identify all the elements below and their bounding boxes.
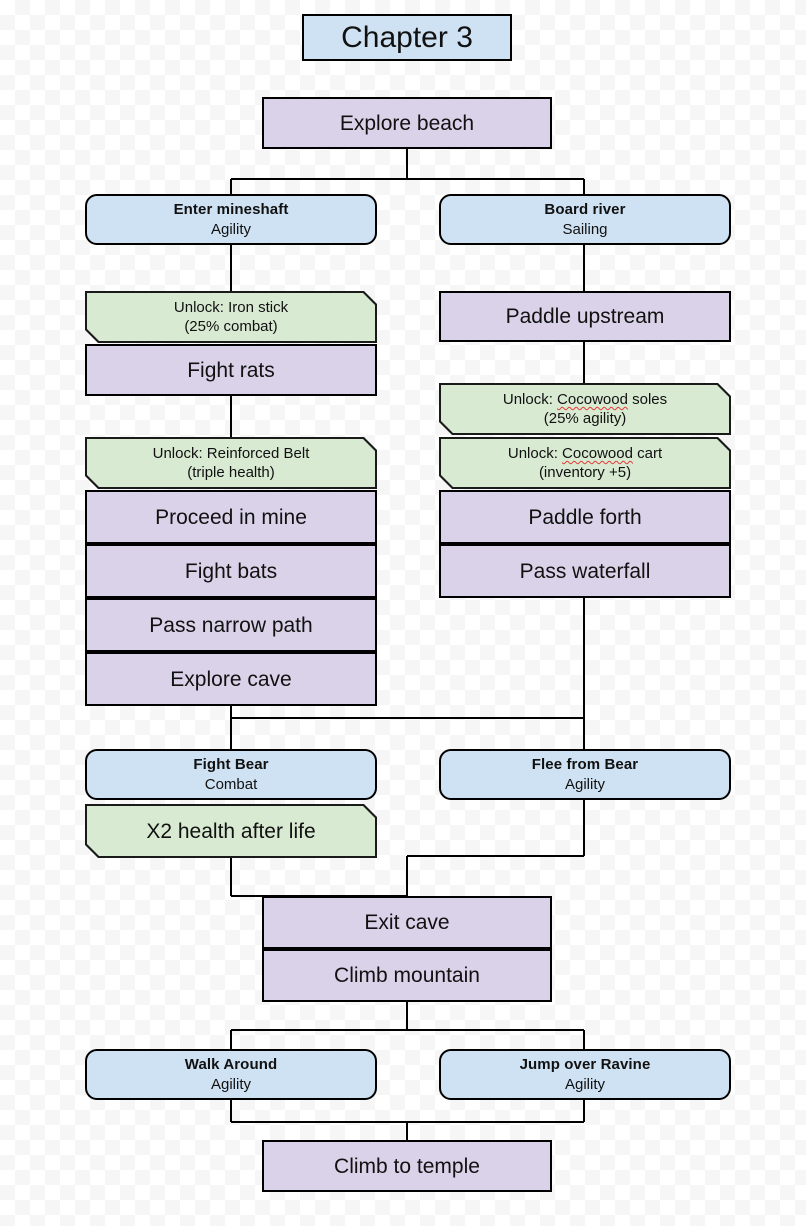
node-label: Paddle forth: [528, 505, 642, 529]
node-face: Unlock: Reinforced Belt (triple health): [87, 439, 375, 487]
node-unlock-cocowood-cart[interactable]: Unlock: Cocowood cart (inventory +5): [439, 437, 731, 489]
misspelled-word: Cocowood: [562, 445, 633, 462]
node-face: X2 health after life: [87, 806, 375, 856]
node-title: Fight Bear: [193, 755, 269, 773]
node-label: Climb to temple: [334, 1154, 480, 1178]
node-paddle-upstream[interactable]: Paddle upstream: [439, 291, 731, 342]
node-flee-from-bear[interactable]: Flee from Bear Agility: [439, 749, 731, 800]
node-skill: Combat: [204, 775, 258, 793]
node-unlock-iron-stick[interactable]: Unlock: Iron stick (25% combat): [85, 291, 377, 343]
node-face: Unlock: Cocowood soles (25% agility): [441, 385, 729, 433]
node-label: Pass waterfall: [519, 559, 651, 583]
chapter-title: Chapter 3: [302, 14, 512, 61]
node-line1: Unlock: Iron stick: [173, 299, 289, 316]
node-label: X2 health after life: [146, 819, 316, 843]
node-board-river[interactable]: Board river Sailing: [439, 194, 731, 245]
node-line1-prefix: Unlock:: [507, 445, 563, 462]
node-label: Proceed in mine: [155, 505, 307, 529]
node-label: Pass narrow path: [149, 613, 313, 637]
node-line2: (triple health): [187, 464, 275, 481]
node-line2: (25% agility): [543, 410, 627, 427]
node-line1-prefix: Unlock:: [502, 391, 558, 408]
node-skill: Agility: [564, 1075, 605, 1093]
node-title: Walk Around: [184, 1055, 278, 1073]
node-fight-bats[interactable]: Fight bats: [85, 544, 377, 598]
node-title: Flee from Bear: [531, 755, 639, 773]
node-line1: Unlock: Cocowood soles: [503, 390, 667, 409]
node-label: Climb mountain: [334, 964, 480, 987]
node-fight-rats[interactable]: Fight rats: [85, 344, 377, 396]
chapter-title-label: Chapter 3: [341, 20, 473, 54]
node-skill: Agility: [210, 1075, 251, 1093]
node-label: Paddle upstream: [505, 305, 665, 328]
node-skill: Agility: [210, 220, 251, 238]
node-line2: (inventory +5): [538, 464, 632, 481]
node-label: Explore beach: [339, 111, 475, 135]
node-x2-health-after-life[interactable]: X2 health after life: [85, 804, 377, 858]
node-paddle-forth[interactable]: Paddle forth: [439, 490, 731, 544]
node-title: Board river: [544, 200, 626, 218]
node-line1-suffix: cart: [632, 445, 663, 462]
node-label: Fight rats: [187, 358, 275, 382]
node-line1-suffix: soles: [627, 391, 668, 408]
node-climb-to-temple[interactable]: Climb to temple: [262, 1140, 552, 1192]
node-exit-cave[interactable]: Exit cave: [262, 896, 552, 949]
node-line2: (25% combat): [184, 318, 278, 335]
node-label: Fight bats: [184, 559, 278, 583]
node-explore-beach[interactable]: Explore beach: [262, 97, 552, 149]
node-line1: Unlock: Cocowood cart: [508, 444, 662, 463]
node-skill: Agility: [564, 775, 605, 793]
misspelled-word: Cocowood: [557, 391, 628, 408]
node-jump-over-ravine[interactable]: Jump over Ravine Agility: [439, 1049, 731, 1100]
node-unlock-reinforced-belt[interactable]: Unlock: Reinforced Belt (triple health): [85, 437, 377, 489]
node-pass-narrow-path[interactable]: Pass narrow path: [85, 598, 377, 652]
node-walk-around[interactable]: Walk Around Agility: [85, 1049, 377, 1100]
node-unlock-cocowood-soles[interactable]: Unlock: Cocowood soles (25% agility): [439, 383, 731, 435]
node-pass-waterfall[interactable]: Pass waterfall: [439, 544, 731, 598]
node-label: Explore cave: [170, 667, 292, 691]
node-line1: Unlock: Reinforced Belt: [152, 445, 310, 462]
node-proceed-in-mine[interactable]: Proceed in mine: [85, 490, 377, 544]
node-explore-cave[interactable]: Explore cave: [85, 652, 377, 706]
node-climb-mountain[interactable]: Climb mountain: [262, 949, 552, 1002]
node-enter-mineshaft[interactable]: Enter mineshaft Agility: [85, 194, 377, 245]
node-face: Unlock: Iron stick (25% combat): [87, 293, 375, 341]
node-fight-bear[interactable]: Fight Bear Combat: [85, 749, 377, 800]
node-skill: Sailing: [562, 220, 608, 238]
node-label: Exit cave: [364, 911, 450, 934]
node-title: Enter mineshaft: [173, 200, 289, 218]
node-title: Jump over Ravine: [519, 1055, 651, 1073]
node-face: Unlock: Cocowood cart (inventory +5): [441, 439, 729, 487]
